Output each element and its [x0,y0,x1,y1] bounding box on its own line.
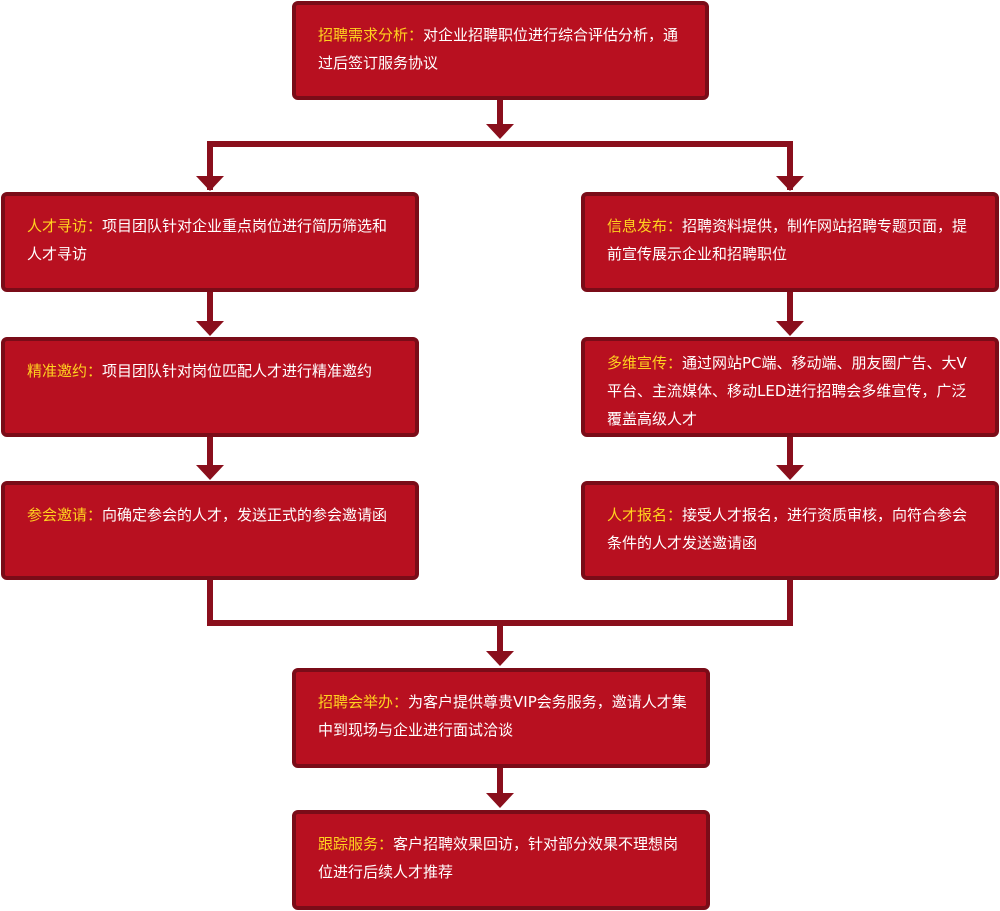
step-text: 对企业招聘职位进行综合评估分析，通过后签订服务协议 [318,26,679,72]
step-title: 人才寻访： [27,217,103,235]
arrow-head [776,321,804,336]
step-title: 精准邀约： [27,362,103,380]
step-text: 为客户提供尊贵VIP会务服务，邀请人才集中到现场与企业进行面试洽谈 [318,693,687,739]
step-analysis: 招聘需求分析：对企业招聘职位进行综合评估分析，通过后签订服务协议 [292,1,709,100]
arrow-head [196,176,224,191]
step-text: 客户招聘效果回访，针对部分效果不理想岗位进行后续人才推荐 [318,835,679,881]
arrow-head [776,465,804,480]
step-info-release: 信息发布：招聘资料提供，制作网站招聘专题页面，提前宣传展示企业和招聘职位 [581,192,999,292]
arrow-head [486,651,514,666]
step-job-fair: 招聘会举办：为客户提供尊贵VIP会务服务，邀请人才集中到现场与企业进行面试洽谈 [292,668,710,768]
step-text: 项目团队针对岗位匹配人才进行精准邀约 [102,362,373,380]
step-text: 通过网站PC端、移动端、朋友圈广告、大V平台、主流媒体、移动LED进行招聘会多维… [607,354,967,428]
arrow-head [196,321,224,336]
step-follow-up: 跟踪服务：客户招聘效果回访，针对部分效果不理想岗位进行后续人才推荐 [292,810,710,910]
arrow-head [776,176,804,191]
step-title: 参会邀请： [27,506,103,524]
connector-split [207,141,793,190]
step-text: 项目团队针对企业重点岗位进行简历筛选和人才寻访 [27,217,388,263]
step-precise-invite: 精准邀约：项目团队针对岗位匹配人才进行精准邀约 [1,337,419,437]
step-talent-search: 人才寻访：项目团队针对企业重点岗位进行简历筛选和人才寻访 [1,192,419,292]
arrow-head [196,465,224,480]
step-title: 多维宣传： [607,354,683,372]
step-title: 招聘会举办： [318,693,409,711]
arrow-head [486,793,514,808]
step-text: 接受人才报名，进行资质审核，向符合参会条件的人才发送邀请函 [607,506,968,552]
step-title: 跟踪服务： [318,835,394,853]
connector-merge [207,578,793,626]
step-signup: 人才报名：接受人才报名，进行资质审核，向符合参会条件的人才发送邀请函 [581,481,999,580]
step-meeting-invite: 参会邀请：向确定参会的人才，发送正式的参会邀请函 [1,481,419,580]
step-multi-promo: 多维宣传：通过网站PC端、移动端、朋友圈广告、大V平台、主流媒体、移动LED进行… [581,337,999,437]
step-text: 向确定参会的人才，发送正式的参会邀请函 [102,506,388,524]
arrow-head [486,124,514,139]
step-title: 人才报名： [607,506,683,524]
step-title: 招聘需求分析： [318,26,424,44]
step-text: 招聘资料提供，制作网站招聘专题页面，提前宣传展示企业和招聘职位 [607,217,968,263]
step-title: 信息发布： [607,217,683,235]
